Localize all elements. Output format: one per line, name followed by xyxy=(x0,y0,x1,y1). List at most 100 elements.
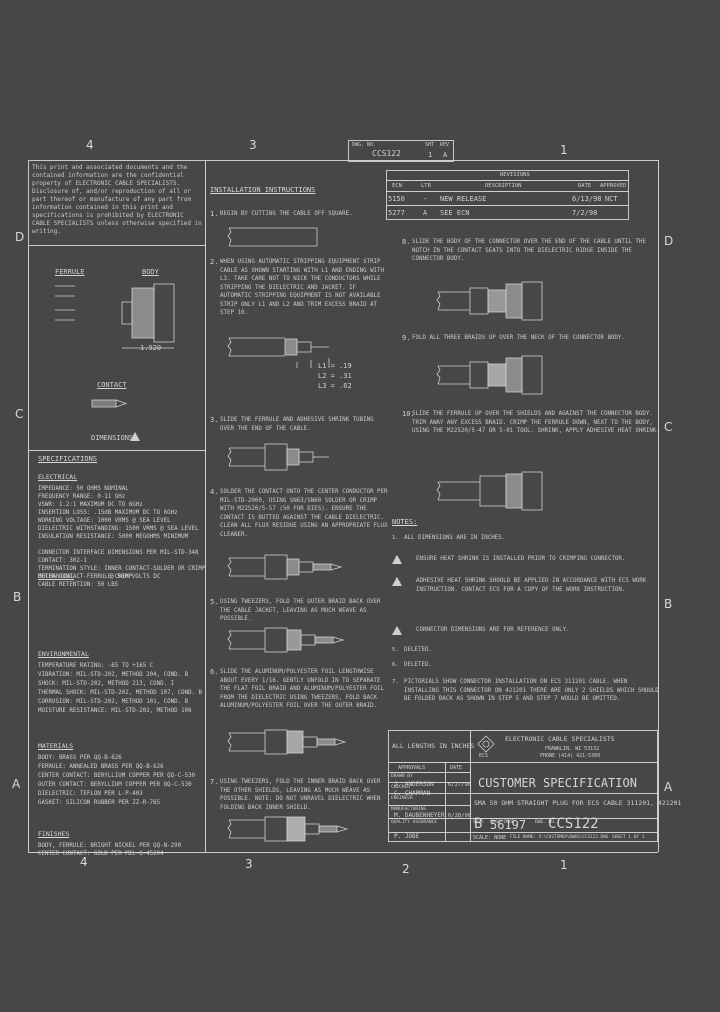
install-step-text: USING TWEEZERS, FOLD THE INNER BRAID BAC… xyxy=(220,779,381,811)
note-number: 7. xyxy=(392,679,399,685)
install-step-number: 9. xyxy=(402,334,411,342)
tb-scale: SCALE: NONE xyxy=(473,835,507,841)
zone-left-c: C xyxy=(15,407,24,421)
tb-company-addr1: FRANKLIN, WI 53132 xyxy=(545,746,600,752)
spec-electrical-line: IMPEDANCE: 50 OHMS NOMINAL xyxy=(38,486,129,492)
zone-top-4: 4 xyxy=(86,138,94,152)
note-text: CONNECTOR DIMENSIONS ARE FOR REFERENCE O… xyxy=(416,627,570,633)
tb-h5 xyxy=(388,805,470,806)
install-step-number: 7. xyxy=(210,778,219,786)
rev-line-1 xyxy=(386,180,629,181)
ecs-logo-icon xyxy=(477,735,495,753)
spec-electrical-line: WORKING VOLTAGE: 1000 VRMS @ SEA LEVEL xyxy=(38,518,171,524)
spec-environmental-line: MOISTURE RESISTANCE: MIL-STD-202, METHOD… xyxy=(38,708,192,714)
zone-bottom-3: 3 xyxy=(245,857,253,871)
install-step-number: 2. xyxy=(210,258,219,266)
install-step-text: SOLDER THE CONTACT ONTO THE CENTER CONDU… xyxy=(220,489,388,538)
note-text: PICTORIALS SHOW CONNECTOR INSTALLATION O… xyxy=(404,679,659,702)
tb-h1 xyxy=(388,762,658,763)
tb-drawn-date: 6/27/98 xyxy=(448,782,472,788)
install-step-number: 10. xyxy=(402,410,415,418)
tb-v1 xyxy=(470,730,471,842)
tb-mfg-by: M. DAUBENHEYER xyxy=(394,812,445,819)
cable-drawing-step4 xyxy=(227,554,343,580)
install-title: INSTALLATION INSTRUCTIONS xyxy=(210,186,316,194)
rev-row1-approved: NCT xyxy=(605,195,618,203)
strip-l3: L3 = .62 xyxy=(318,382,352,390)
install-step-number: 8. xyxy=(402,238,411,246)
tb-h3 xyxy=(388,782,470,783)
cable-drawing-step5 xyxy=(227,627,345,653)
connector-drawing-step8 xyxy=(436,281,543,321)
note-text: DELETED. xyxy=(404,662,432,668)
install-step-number: 4. xyxy=(210,488,219,496)
strip-l2: L2 = .31 xyxy=(318,372,352,380)
specs-environmental-title: ENVIRONMENTAL xyxy=(38,650,89,658)
install-step-number: 6. xyxy=(210,668,219,676)
parts-label-contact: CONTACT xyxy=(97,381,127,389)
parts-dimension: 1.920 xyxy=(140,344,162,352)
spec-electrical-line: TERMINATION STYLE: INNER CONTACT-SOLDER … xyxy=(38,566,206,572)
rev-row2-date: 7/2/98 xyxy=(572,209,598,217)
spec-electrical-line: INSERTION LOSS: .15dB MAXIMUM DC TO 6GHz xyxy=(38,510,178,516)
tb-mfg-date: 6/28/98 xyxy=(448,813,472,819)
specs-mech-extra: @ 500 VOLTS DC xyxy=(110,573,161,580)
tb-h4 xyxy=(388,793,658,794)
spec-environmental-line: TEMPERATURE RATING: -65 TO +165 C xyxy=(38,663,154,669)
tb-drawn-label: DRAWN BY xyxy=(391,774,413,779)
rev-row1-desc: NEW RELEASE xyxy=(440,195,487,203)
rev-line-3 xyxy=(386,205,629,206)
spec-material-line: GASKET: SILICON RUBBER PER ZZ-R-765 xyxy=(38,800,161,806)
tb-company-addr2: PHONE (414) 421-5300 xyxy=(540,753,601,759)
tb-approvals: APPROVALS xyxy=(398,765,426,771)
rev-row1-ltr: - xyxy=(423,195,428,203)
specs-top-line xyxy=(28,450,206,451)
zone-bottom-1: 1 xyxy=(560,858,568,872)
rev-header-ltr: LTR xyxy=(421,183,431,189)
rev-row2-ecn: 5277 xyxy=(388,209,405,217)
note-text: ENSURE HEAT SHRINK IS INSTALLED PRIOR TO… xyxy=(416,556,626,562)
tb-dwg-no: CCS122 xyxy=(548,816,599,832)
specs-materials-title: MATERIALS xyxy=(38,742,74,750)
strip-l1: L1 = .19 xyxy=(318,362,352,370)
frame-top xyxy=(28,160,658,161)
tb-dwg-label: DWG. NO. xyxy=(535,820,557,825)
install-step-text: WHEN USING AUTOMATIC STRIPPING EQUIPMENT… xyxy=(220,259,385,316)
tb-size-label: SIZE xyxy=(473,820,484,825)
tb-qa-by: P. JOBE xyxy=(394,833,420,840)
tb-size: B xyxy=(474,816,483,832)
rev-header-ecn: ECN xyxy=(392,183,402,189)
tb-h6 xyxy=(388,818,658,819)
specs-mech-title: MECHANICAL xyxy=(38,573,75,580)
tb-company: ELECTRONIC CABLE SPECIALISTS xyxy=(505,735,615,743)
tb-logo: ECS xyxy=(479,753,489,759)
tb-file: FILE NAME: X:\CUSTOMER\DWGS\CCS122.DWG xyxy=(510,835,609,840)
frame-bottom xyxy=(28,852,658,853)
revisions-table xyxy=(386,170,629,220)
header-dwg-label: DWG. NO. xyxy=(352,142,377,148)
notes-title: NOTES: xyxy=(392,518,418,526)
specs-finishes-title: FINISHES xyxy=(38,830,70,838)
rev-header-desc: DESCRIPTION xyxy=(485,183,522,189)
install-step-number: 3. xyxy=(210,416,219,424)
rev-header-approved: APPROVED xyxy=(600,183,627,189)
connector-drawing-step10 xyxy=(436,471,543,511)
install-step-text: USING TWEEZERS, FOLD THE OUTER BRAID BAC… xyxy=(220,599,381,622)
cable-drawing-step6 xyxy=(227,729,347,755)
install-step-text: FOLD ALL THREE BRAIDS UP OVER THE NECK O… xyxy=(412,335,625,341)
rev-row1-date: 6/13/98 xyxy=(572,195,602,203)
spec-environmental-line: CORROSION: MIL-STD-202, METHOD 101, COND… xyxy=(38,699,189,705)
header-sheet-label: SHT xyxy=(425,142,435,148)
zone-right-a: A xyxy=(664,780,673,794)
spec-electrical-line: DIELECTRIC WITHSTANDING: 1500 VRMS @ SEA… xyxy=(38,526,199,532)
title-block xyxy=(388,730,658,842)
note-text: ADHESIVE HEAT SHRINK SHOULD BE APPLIED I… xyxy=(416,578,647,593)
zone-top-3: 3 xyxy=(249,138,257,152)
note4-triangle-icon xyxy=(130,432,140,441)
header-block xyxy=(348,140,454,162)
zone-right-b: B xyxy=(664,597,673,611)
install-step-text: SLIDE THE FERRULE AND ADHESIVE SHRINK TU… xyxy=(220,417,374,432)
spec-material-line: DIELECTRIC: TEFLON PER L-P-403 xyxy=(38,791,143,797)
cable-drawing-step3 xyxy=(227,443,329,471)
tb-sheet: SHEET 1 OF 1 xyxy=(612,835,645,840)
